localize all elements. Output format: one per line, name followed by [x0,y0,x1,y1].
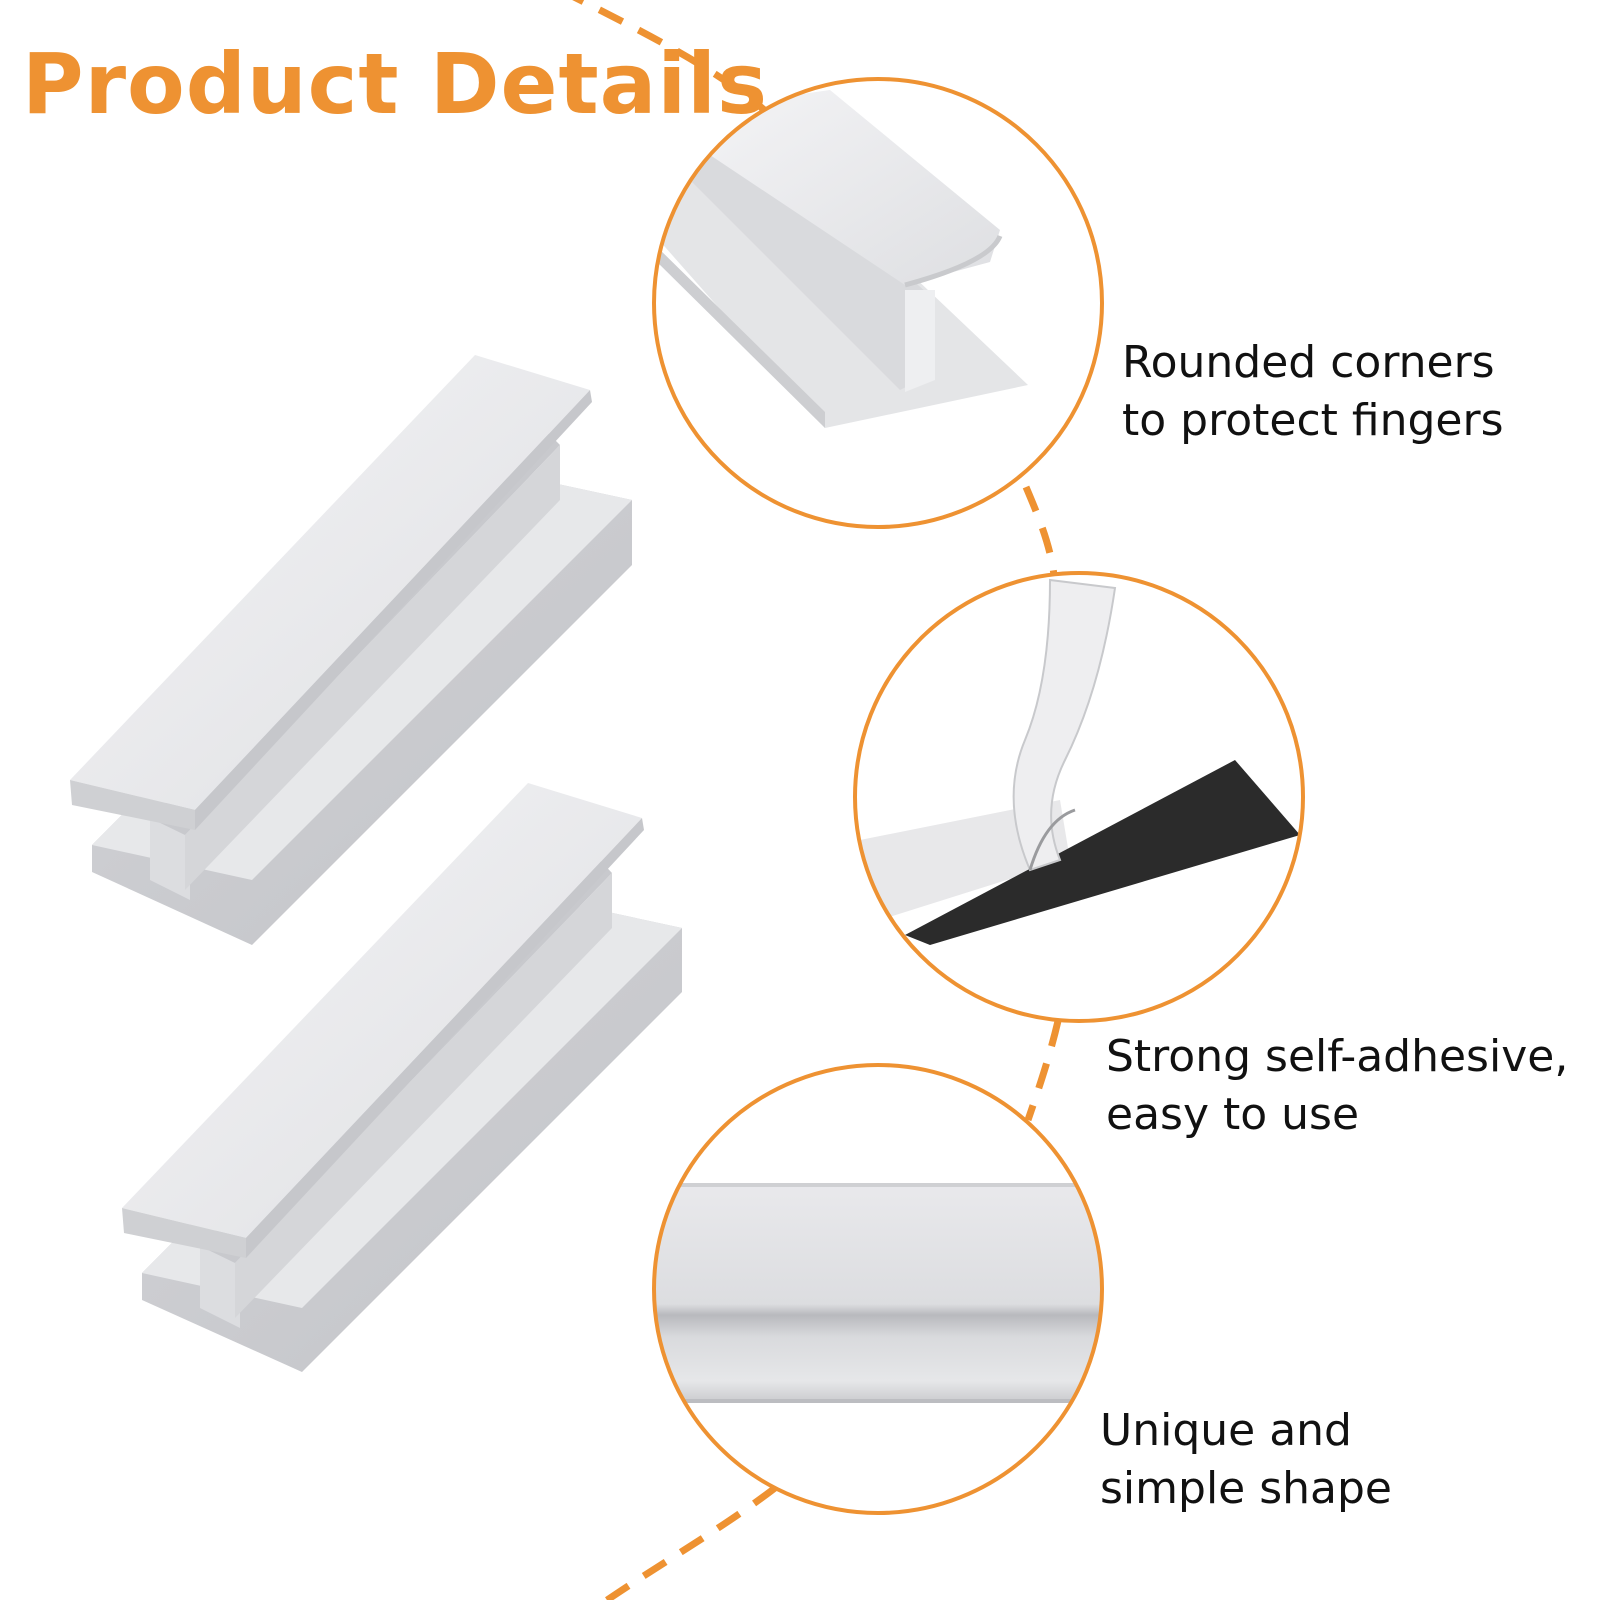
feature-caption-line: simple shape [1100,1463,1392,1514]
feature-caption-self-adhesive: Strong self-adhesive, easy to use [1106,1028,1568,1144]
profile-shape-icon [654,1065,1102,1513]
adhesive-tape-icon [855,573,1303,1021]
aluminum-handle-1 [70,355,632,945]
page-title: Product Details [22,35,768,133]
rounded-corner-detail-icon [654,79,1102,527]
detail-circle-3 [652,1063,1104,1515]
detail-circle-1 [652,77,1104,529]
feature-caption-line: to protect fingers [1122,395,1504,446]
feature-caption-line: Unique and [1100,1405,1352,1456]
feature-caption-line: Strong self-adhesive, [1106,1031,1569,1082]
aluminum-handle-2 [122,783,682,1372]
feature-caption-rounded-corners: Rounded corners to protect fingers [1122,334,1504,450]
feature-caption-line: easy to use [1106,1089,1360,1140]
feature-caption-line: Rounded corners [1122,337,1495,388]
detail-circle-2 [853,571,1305,1023]
feature-caption-unique-shape: Unique and simple shape [1100,1402,1392,1518]
dashed-connector-line [572,0,1062,1600]
